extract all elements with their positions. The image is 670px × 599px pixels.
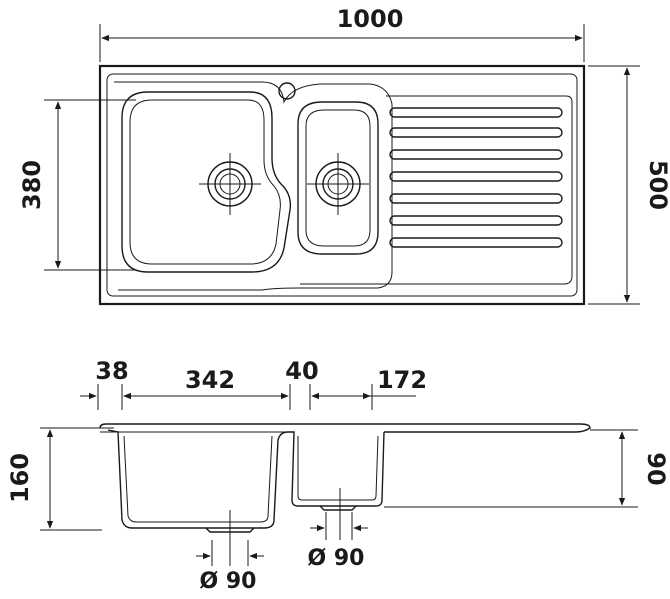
dim-overall-width: 1000 — [337, 5, 404, 33]
sink-rim — [106, 73, 578, 297]
dim-main-bowl-width: 342 — [185, 366, 235, 394]
small-bowl-outline — [297, 101, 379, 255]
small-bowl-inner — [305, 109, 371, 247]
section-view: 38 342 40 172 160 90 Ø 90 Ø 90 — [6, 357, 670, 594]
main-bowl-outline — [121, 91, 292, 273]
sink-outline — [98, 64, 586, 306]
small-drain-icon — [307, 153, 369, 215]
dim-bowl-depth: 380 — [18, 160, 46, 210]
top-view: 1000 500 380 — [18, 5, 670, 306]
section-rim — [99, 423, 591, 433]
drainer-grooves — [389, 107, 563, 248]
section-main-bowl — [107, 429, 385, 529]
dim-edge: 38 — [95, 357, 128, 385]
main-bowl-inner — [129, 99, 281, 265]
dim-main-drain: Ø 90 — [200, 569, 257, 594]
dim-small-bowl-height: 90 — [642, 452, 670, 485]
dim-bowl-gap: 40 — [285, 357, 318, 385]
dim-overall-depth: 500 — [644, 160, 670, 210]
dim-small-drain: Ø 90 — [308, 546, 365, 571]
dim-main-bowl-height: 160 — [6, 453, 34, 503]
drainer-edge — [300, 95, 573, 285]
dim-small-bowl-width: 172 — [377, 366, 427, 394]
section-small-drain — [319, 505, 357, 511]
bowl-rim-curve — [114, 81, 393, 291]
main-drain-icon — [199, 153, 261, 215]
